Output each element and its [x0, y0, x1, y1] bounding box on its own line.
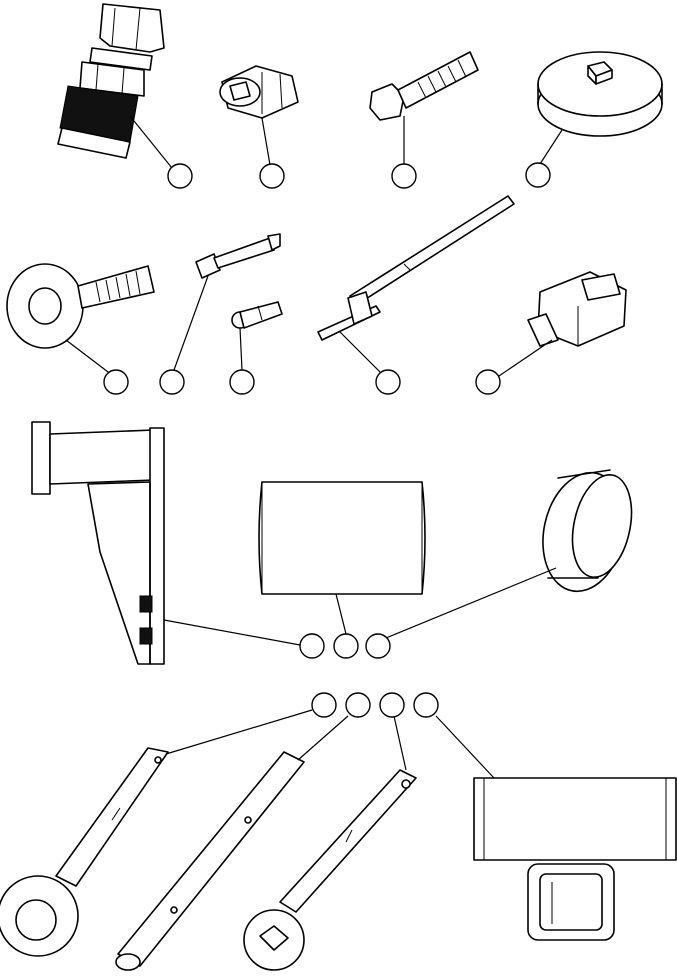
callout-c9: [475, 369, 501, 395]
ring-wrench: [0, 709, 313, 957]
callout-group: [103, 162, 551, 718]
support-bracket: [31, 421, 301, 665]
callout-c3: [391, 163, 417, 189]
coupling-adapter: [57, 3, 173, 169]
threaded-bolt: [369, 51, 479, 165]
callout-c12: [365, 633, 391, 659]
callout-c8: [375, 369, 401, 395]
callout-c4: [525, 162, 551, 188]
t-handle-bar: [317, 195, 515, 375]
drive-extension: [173, 233, 281, 371]
callout-c2: [259, 163, 285, 189]
callout-c6: [159, 369, 185, 395]
ring-collar: [385, 469, 633, 639]
callout-c10: [299, 633, 325, 659]
callout-c5: [103, 369, 129, 395]
square-drive-socket: [219, 65, 299, 166]
callout-c1: [167, 163, 193, 189]
small-adapter: [231, 301, 283, 371]
callout-c7: [229, 369, 255, 395]
block-tool: [435, 715, 677, 941]
socket-wrench: [243, 715, 417, 971]
tube-handle: [115, 715, 349, 971]
large-socket: [495, 271, 627, 379]
callout-c11: [333, 633, 359, 659]
callout-c14: [345, 692, 371, 718]
round-cap-tool: [537, 51, 663, 165]
callout-c16: [413, 692, 439, 718]
cylinder-sleeve: [258, 481, 426, 635]
callout-c13: [311, 692, 337, 718]
eye-bolt: [6, 263, 155, 376]
callout-c15: [379, 692, 405, 718]
